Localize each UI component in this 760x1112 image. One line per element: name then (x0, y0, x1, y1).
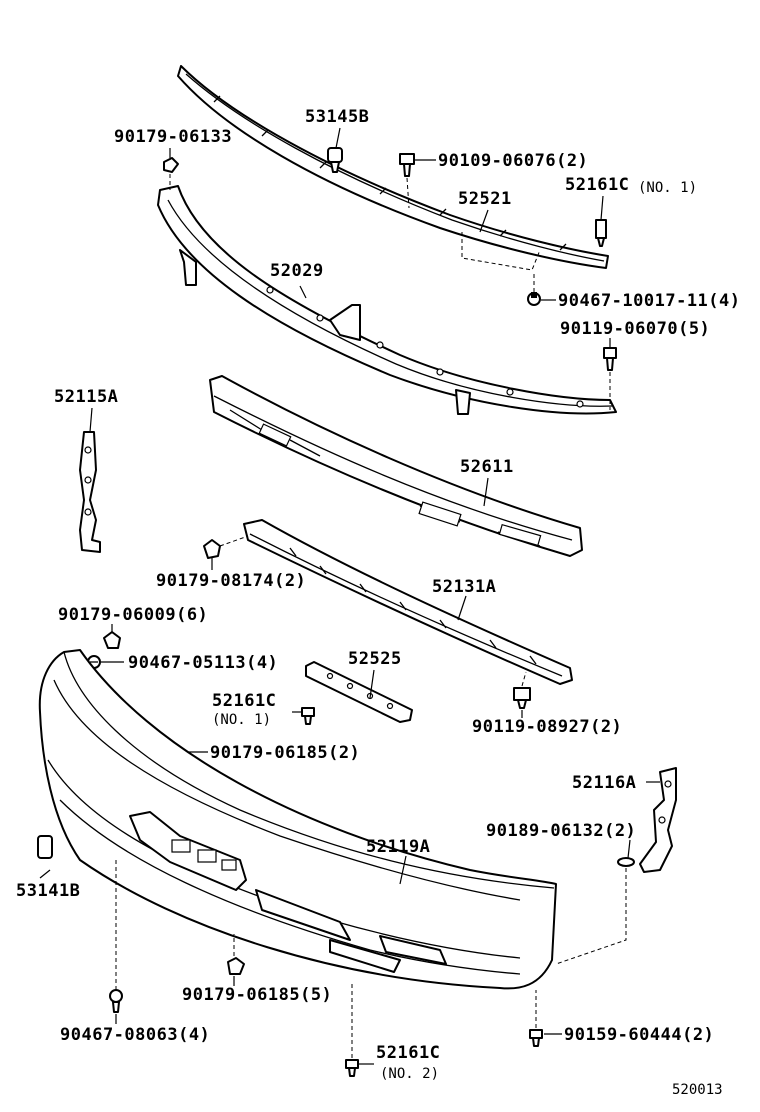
label-90119-08927: 90119-08927(2) (472, 717, 622, 737)
part-52131a-reinforcement (243, 519, 573, 685)
part-53141b-pad (37, 835, 53, 859)
screw-90467-10017-icon (527, 292, 541, 306)
label-52611: 52611 (460, 457, 514, 477)
part-52029-retainer (157, 185, 617, 415)
label-52116a: 52116A (572, 773, 636, 793)
label-52115a: 52115A (54, 387, 118, 407)
label-52161c-bottom-note: (NO. 2) (380, 1066, 439, 1082)
nut-90179-08174-icon (203, 539, 221, 559)
bolt-90119-08927-icon (513, 687, 531, 709)
clip-90189-06132-icon (617, 857, 635, 867)
label-52161c-top-note: (NO. 1) (638, 180, 697, 196)
label-90159-60444: 90159-60444(2) (564, 1025, 714, 1045)
label-52119a: 52119A (366, 837, 430, 857)
label-90467-10017: 90467-10017-11(4) (558, 291, 741, 311)
label-52161c-top: 52161C (565, 175, 629, 195)
clip-52161c-bottom-icon (345, 1059, 359, 1077)
nut-90179-06133-icon (163, 157, 179, 173)
screw-90467-08063-icon (109, 989, 123, 1013)
label-90179-06185-top: 90179-06185(2) (210, 743, 360, 763)
diagram-id: 520013 (672, 1082, 723, 1098)
label-52161c-mid-note: (NO. 1) (212, 712, 271, 728)
nut-90179-06185-bottom-icon (227, 957, 245, 975)
label-90467-05113: 90467-05113(4) (128, 653, 278, 673)
label-52161c-mid: 52161C (212, 691, 276, 711)
part-52115a-bracket (79, 431, 101, 553)
clip-53145b-icon (327, 147, 343, 173)
screw-90109-06076-icon (399, 153, 415, 177)
clip-52161c-top-icon (595, 219, 607, 247)
label-53145b: 53145B (305, 107, 369, 127)
label-90179-06133: 90179-06133 (114, 127, 232, 147)
part-52116a-bracket (639, 767, 677, 873)
label-90179-06185-bottom: 90179-06185(5) (182, 985, 332, 1005)
screw-90159-60444-icon (529, 1029, 543, 1047)
part-52611-absorber (209, 375, 583, 557)
label-52029: 52029 (270, 261, 324, 281)
label-52525: 52525 (348, 649, 402, 669)
label-90179-08174: 90179-08174(2) (156, 571, 306, 591)
bolt-90119-06070-icon (603, 347, 617, 371)
part-53145b-strip (177, 65, 609, 269)
label-52161c-bottom: 52161C (376, 1043, 440, 1063)
label-90189-06132: 90189-06132(2) (486, 821, 636, 841)
label-90109-06076: 90109-06076(2) (438, 151, 588, 171)
part-52119a-bumper-cover (38, 649, 557, 990)
label-90467-08063: 90467-08063(4) (60, 1025, 210, 1045)
label-90179-06009: 90179-06009(6) (58, 605, 208, 625)
part-52525-plate (305, 661, 413, 723)
label-52521: 52521 (458, 189, 512, 209)
clip-52161c-mid-icon (301, 707, 315, 725)
nut-90179-06009-icon (103, 631, 121, 649)
label-90119-06070: 90119-06070(5) (560, 319, 710, 339)
label-53141b: 53141B (16, 881, 80, 901)
label-52131a: 52131A (432, 577, 496, 597)
